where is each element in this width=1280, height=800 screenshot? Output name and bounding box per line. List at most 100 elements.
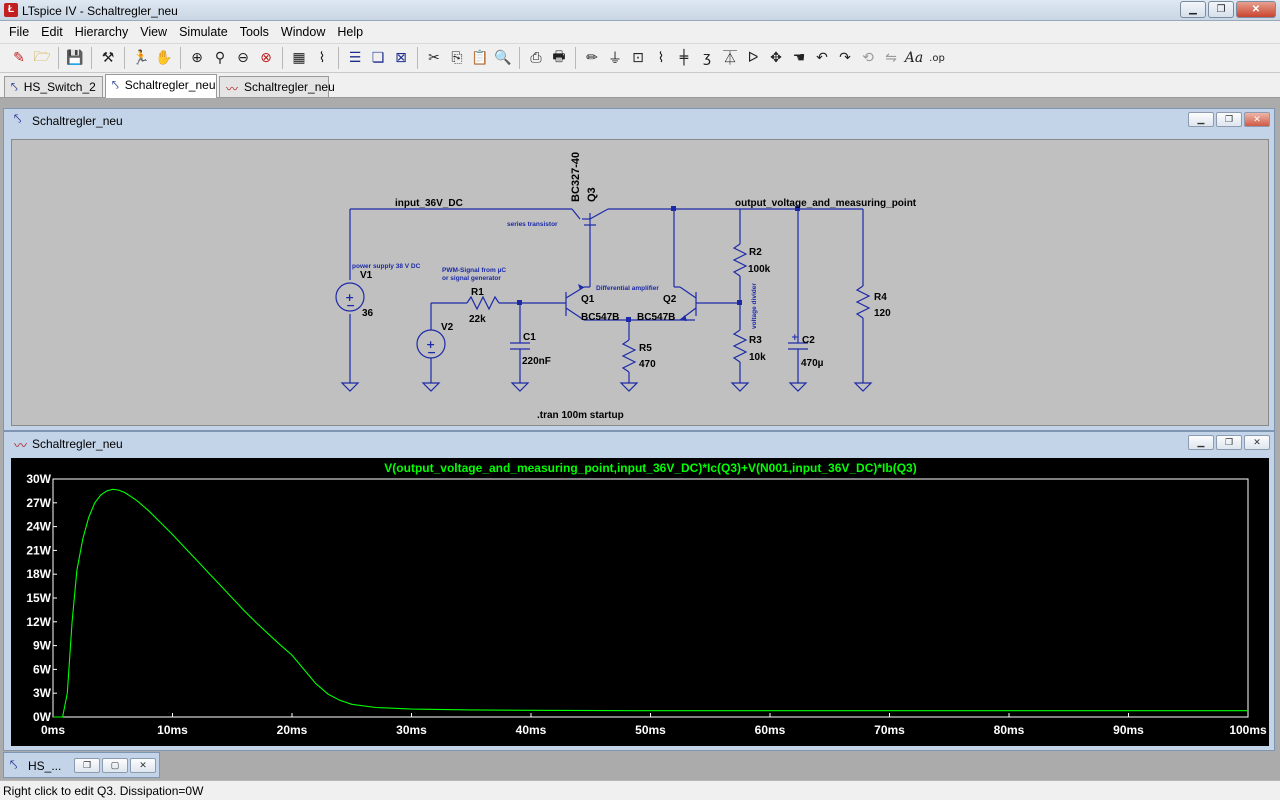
tab-schaltregler-schematic[interactable]: ⤣ Schaltregler_neu	[105, 74, 217, 98]
divider-comment[interactable]: voltage divider	[751, 283, 758, 329]
pwm-comment-line2[interactable]: or signal generator	[442, 275, 501, 282]
zoom-out-icon[interactable]: ⊖	[237, 50, 249, 66]
menu-tools[interactable]: Tools	[239, 25, 269, 39]
tran-directive[interactable]: .tran 100m startup	[537, 410, 624, 421]
v1-value-label[interactable]: 36	[362, 308, 374, 319]
restore-button[interactable]: ❐	[1216, 112, 1242, 127]
menu-window[interactable]: Window	[280, 25, 326, 39]
mirror-icon[interactable]: ⇋	[885, 50, 897, 66]
c1-value-label[interactable]: 220nF	[522, 356, 551, 367]
minimized-window-hs-switch[interactable]: ⤣ HS_... ❐ ▢ ✕	[3, 752, 160, 778]
print-icon[interactable]: 🖶	[552, 49, 566, 65]
c1-name-label[interactable]: C1	[523, 332, 536, 343]
r3-value-label[interactable]: 10k	[749, 352, 766, 363]
spice-directive-icon[interactable]: .op	[929, 52, 945, 64]
ground-icon[interactable]: ⏚	[608, 51, 622, 67]
text-icon[interactable]: Aa	[904, 50, 924, 66]
schematic-window-titlebar[interactable]: ⤣ Schaltregler_neu ▁ ❐ ✕	[4, 109, 1274, 131]
q1-name-label[interactable]: Q1	[581, 294, 595, 305]
r4-name-label[interactable]: R4	[874, 292, 887, 303]
label-net-icon[interactable]: ⊡	[632, 50, 644, 66]
pan-icon[interactable]: ⚲	[214, 50, 226, 66]
maximize-button[interactable]: ▢	[102, 758, 128, 773]
q2-model-label[interactable]: BC547B	[637, 312, 675, 323]
open-folder-icon[interactable]: 🗁	[33, 49, 51, 65]
close-window-icon[interactable]: ⊠	[395, 50, 407, 66]
control-panel-icon[interactable]: ⚒	[101, 50, 115, 66]
zoom-fit-icon[interactable]: ⊗	[260, 50, 272, 66]
menu-view[interactable]: View	[140, 25, 168, 39]
cut-icon[interactable]: ✂	[428, 50, 440, 66]
q3-name-label[interactable]: Q3	[586, 187, 598, 202]
pwm-comment-line1[interactable]: PWM-Signal from µC	[442, 267, 506, 274]
diode-icon[interactable]: ⏄	[723, 51, 737, 67]
undo-icon[interactable]: ↶	[816, 50, 828, 66]
waveform-window-titlebar[interactable]: 〰 Schaltregler_neu ▁ ❐ ✕	[4, 432, 1274, 454]
close-button[interactable]: ✕	[1244, 112, 1270, 127]
close-button[interactable]: ✕	[1244, 435, 1270, 450]
waveform-chart[interactable]: V(output_voltage_and_measuring_point,inp…	[11, 458, 1269, 746]
halt-icon[interactable]: ✋	[155, 50, 173, 66]
r5-name-label[interactable]: R5	[639, 343, 652, 354]
tab-hs-switch-2[interactable]: ⤣ HS_Switch_2	[4, 76, 103, 97]
restore-button[interactable]: ❐	[1208, 1, 1234, 18]
menu-file[interactable]: File	[9, 25, 30, 39]
redo-icon[interactable]: ↷	[839, 50, 851, 66]
menu-help[interactable]: Help	[337, 25, 364, 39]
run-icon[interactable]: 🏃	[132, 50, 150, 66]
schematic-drawing[interactable]: + − + − + input_36V_DC output_voltage_an…	[12, 140, 1270, 427]
copy-icon[interactable]: ⎘	[451, 50, 463, 66]
c2-name-label[interactable]: C2	[802, 335, 815, 346]
diff-amp-comment[interactable]: Differential amplifier	[596, 285, 659, 292]
minimize-button[interactable]: ▁	[1188, 435, 1214, 450]
c2-value-label[interactable]: 470µ	[801, 358, 824, 369]
q2-name-label[interactable]: Q2	[663, 294, 677, 305]
r5-value-label[interactable]: 470	[639, 359, 656, 370]
r1-value-label[interactable]: 22k	[469, 314, 486, 325]
new-schematic-icon[interactable]: ✎	[13, 50, 25, 66]
restore-button[interactable]: ❐	[1216, 435, 1242, 450]
move-icon[interactable]: ✥	[770, 50, 782, 66]
net-label-input[interactable]: input_36V_DC	[395, 198, 463, 209]
r4-value-label[interactable]: 120	[874, 308, 891, 319]
minimize-button[interactable]: ▁	[1180, 1, 1206, 18]
r1-name-label[interactable]: R1	[471, 287, 484, 298]
waveform-plot[interactable]: V(output_voltage_and_measuring_point,inp…	[11, 458, 1269, 746]
schematic-canvas[interactable]: + − + − + input_36V_DC output_voltage_an…	[11, 139, 1269, 426]
paste-icon[interactable]: 📋	[471, 50, 489, 66]
v1-name-label[interactable]: V1	[360, 270, 373, 281]
v2-name-label[interactable]: V2	[441, 322, 454, 333]
close-button[interactable]: ✕	[130, 758, 156, 773]
v1-comment[interactable]: power supply 38 V DC	[352, 263, 421, 270]
find-icon[interactable]: 🔍	[494, 50, 512, 66]
r2-value-label[interactable]: 100k	[748, 264, 771, 275]
restore-button[interactable]: ❐	[74, 758, 100, 773]
pick-visible-traces-icon[interactable]: ⌇	[318, 50, 326, 66]
menu-hierarchy[interactable]: Hierarchy	[74, 25, 129, 39]
drag-icon[interactable]: ☚	[792, 50, 806, 66]
autorange-icon[interactable]: ▦	[292, 50, 306, 66]
save-icon[interactable]: 💾	[66, 50, 84, 66]
cascade-icon[interactable]: ❏	[371, 50, 385, 66]
q1-model-label[interactable]: BC547B	[581, 312, 619, 323]
close-button[interactable]: ✕	[1236, 1, 1276, 18]
q3-model-label[interactable]: BC327-40	[570, 152, 582, 202]
r2-name-label[interactable]: R2	[749, 247, 762, 258]
svg-text:−: −	[427, 346, 436, 359]
menu-simulate[interactable]: Simulate	[179, 25, 228, 39]
capacitor-icon[interactable]: ╪	[679, 50, 689, 66]
r3-name-label[interactable]: R3	[749, 335, 762, 346]
draw-wire-icon[interactable]: ✏	[586, 50, 598, 66]
tile-horizontal-icon[interactable]: ☰	[348, 50, 362, 66]
net-label-output[interactable]: output_voltage_and_measuring_point	[735, 198, 917, 209]
q3-comment[interactable]: series transistor	[507, 221, 558, 228]
resistor-icon[interactable]: ⌇	[657, 50, 665, 66]
minimize-button[interactable]: ▁	[1188, 112, 1214, 127]
tab-schaltregler-waveform[interactable]: 〰 Schaltregler_neu	[219, 76, 335, 97]
component-icon[interactable]: ᐅ	[747, 50, 759, 66]
inductor-icon[interactable]: ʒ	[702, 50, 712, 66]
rotate-icon[interactable]: ⟲	[862, 50, 874, 66]
zoom-in-icon[interactable]: ⊕	[191, 50, 203, 66]
print-setup-icon[interactable]: ⎙	[530, 50, 542, 66]
menu-edit[interactable]: Edit	[41, 25, 63, 39]
